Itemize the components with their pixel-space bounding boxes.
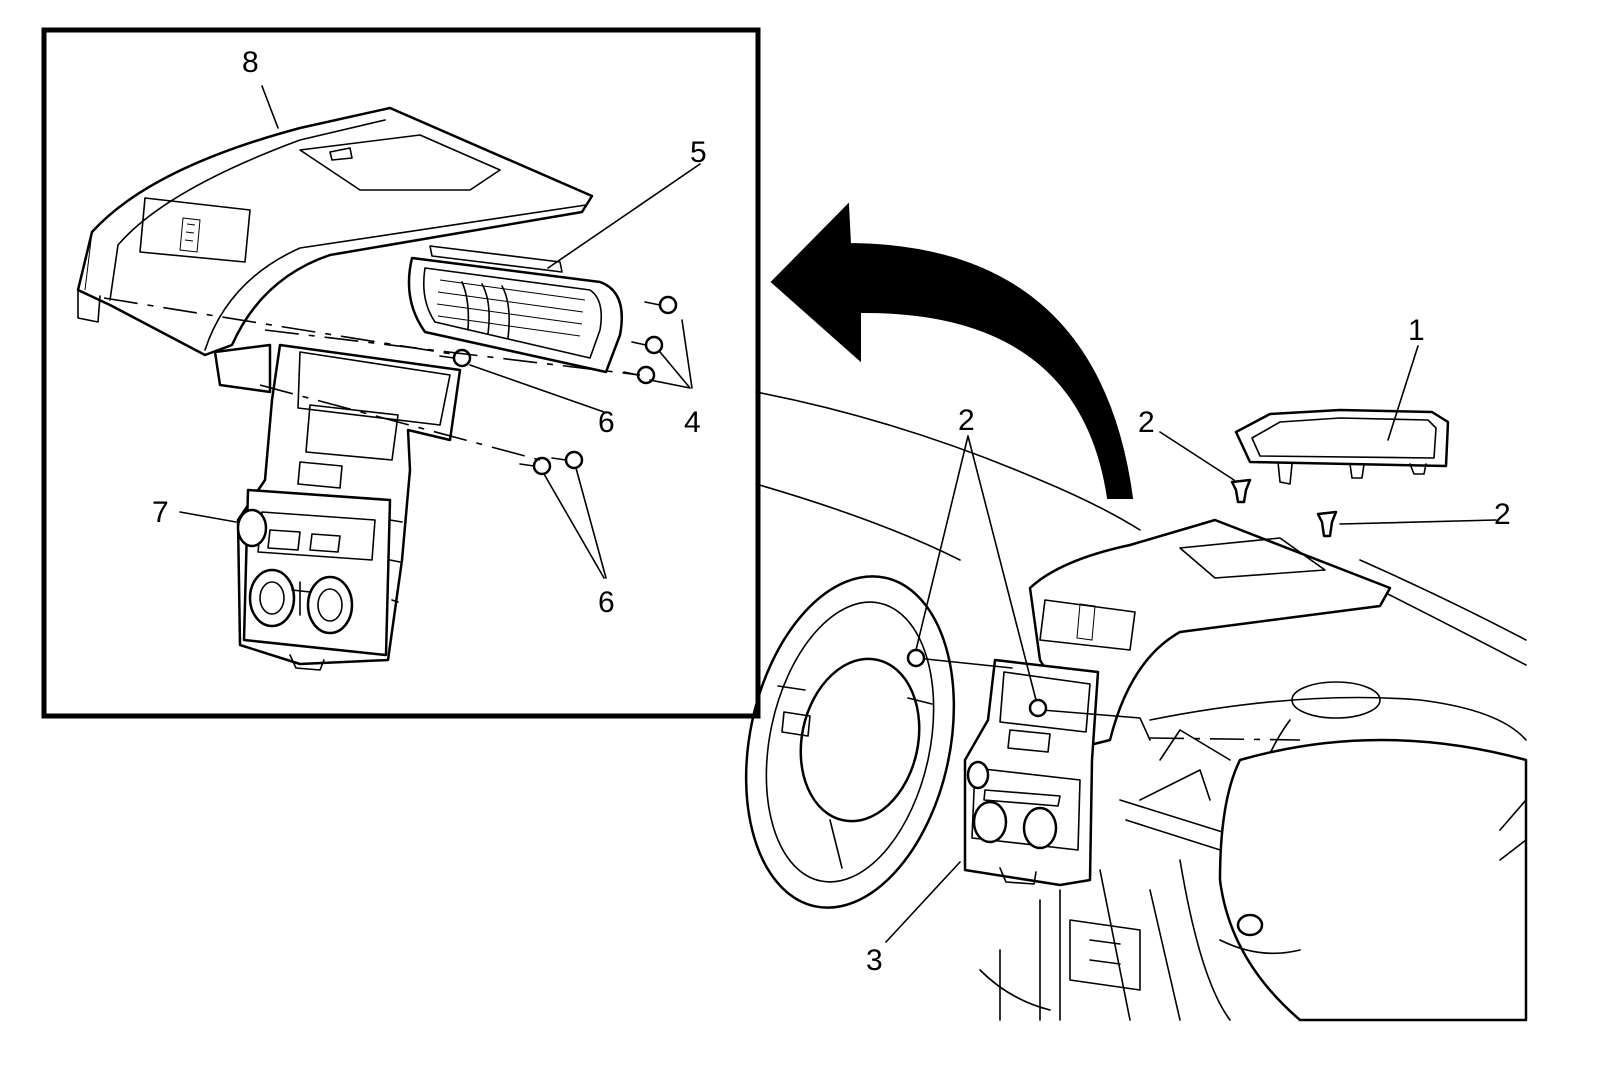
screw-icon: [1028, 698, 1048, 718]
callout-labels: 8 5 4 6 6 7 1 2 2 2 3: [152, 46, 1511, 977]
inset-leader-lines: [179, 85, 701, 579]
fasteners-6: [439, 348, 584, 476]
alignment-line-3: [259, 384, 541, 461]
steering-wheel: [744, 575, 956, 909]
callout-2-right: 2: [1494, 498, 1511, 531]
center-stack: [963, 658, 1100, 887]
callout-8: 8: [242, 46, 259, 79]
callout-6b: 6: [598, 586, 615, 619]
air-outlet: [407, 245, 624, 374]
callout-7: 7: [152, 496, 169, 529]
vehicle-instrument-panel: [744, 391, 1528, 1022]
callout-1: 1: [1408, 314, 1425, 347]
callout-3: 3: [866, 944, 883, 977]
direction-arrow: [770, 202, 1134, 499]
alignment-line-2: [264, 329, 641, 376]
callout-6a: 6: [598, 406, 615, 439]
retainer-clips: [1230, 478, 1338, 538]
screw-icon: [906, 648, 926, 668]
main-leader-lines: [885, 345, 1497, 943]
center-stack-control-module: [213, 343, 462, 671]
instrument-panel-cover: [1234, 408, 1450, 485]
upper-trim-panel: [76, 106, 594, 357]
callout-5: 5: [690, 136, 707, 169]
callout-4: 4: [684, 406, 701, 439]
callout-2-screws: 2: [958, 404, 975, 437]
detail-inset: [41, 27, 761, 719]
callout-2-clip: 2: [1138, 406, 1155, 439]
fasteners-4: [623, 295, 678, 385]
